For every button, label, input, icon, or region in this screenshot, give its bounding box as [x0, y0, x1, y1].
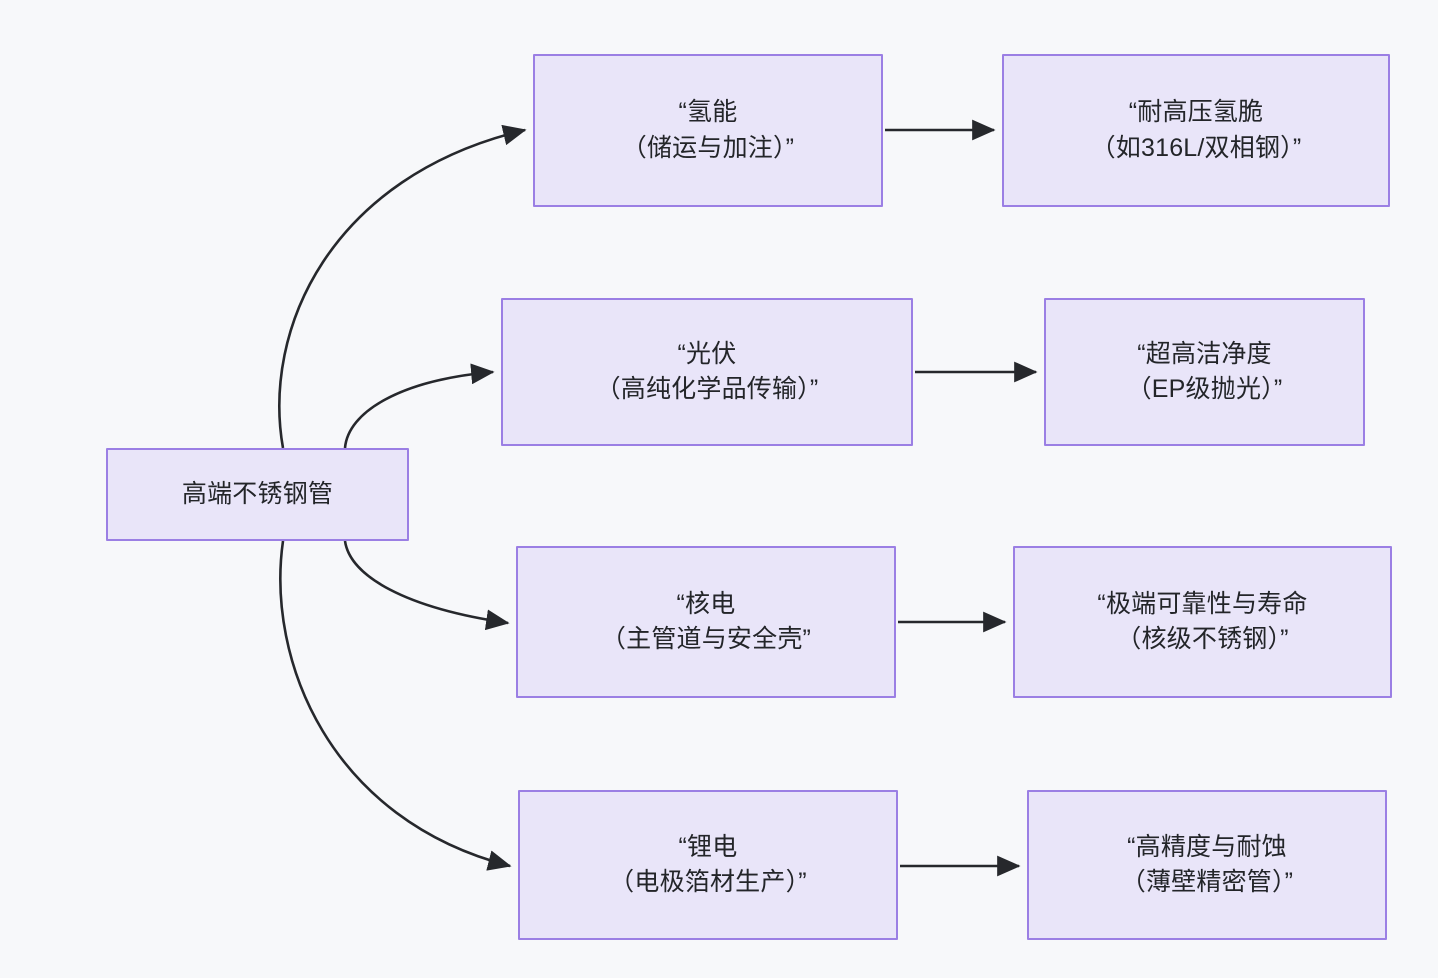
node-scenario-hydrogen[interactable]: “氢能 （储运与加注）”: [533, 54, 883, 207]
node-scenario-photovoltaic[interactable]: “光伏 （高纯化学品传输）”: [501, 298, 913, 446]
node-requirement-lithium[interactable]: “高精度与耐蚀 （薄壁精密管）”: [1027, 790, 1387, 940]
node-requirement-photovoltaic[interactable]: “超高洁净度 （EP级抛光）”: [1044, 298, 1365, 446]
node-scenario-nuclear[interactable]: “核电 （主管道与安全壳”: [516, 546, 896, 698]
edge-root-lithium: [279, 540, 512, 871]
node-root[interactable]: 高端不锈钢管: [106, 448, 409, 541]
node-requirement-nuclear[interactable]: “极端可靠性与寿命 （核级不锈钢）”: [1013, 546, 1392, 698]
node-requirement-hydrogen[interactable]: “耐高压氢脆 （如316L/双相钢）”: [1002, 54, 1390, 207]
node-scenario-lithium[interactable]: “锂电 （电极箔材生产）”: [518, 790, 898, 940]
edge-root-nuclear: [343, 540, 510, 631]
edge-root-photovoltaic: [343, 363, 495, 449]
edge-root-hydrogen: [278, 124, 527, 449]
